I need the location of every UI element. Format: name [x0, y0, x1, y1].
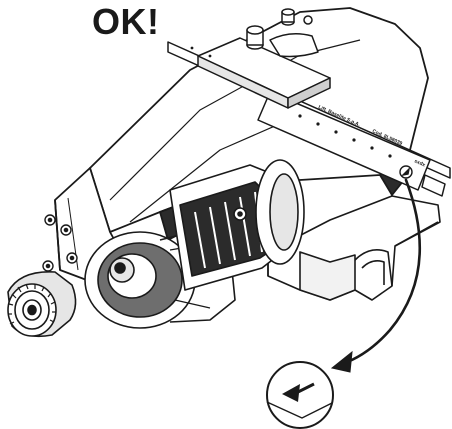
output-gear-assembly	[84, 229, 236, 329]
curved-arrow-head	[330, 350, 353, 373]
housing-screws	[42, 214, 78, 272]
pinion-drum	[169, 159, 305, 291]
triangle-arrow-icon	[282, 382, 315, 402]
ruler-side-text: sxdx	[413, 158, 426, 168]
ok-headline: OK!	[92, 1, 160, 42]
magnifier-circle-icon	[266, 361, 334, 429]
curved-arrow-icon	[340, 178, 422, 366]
reference-mark-icon	[399, 165, 413, 179]
release-knob	[7, 271, 77, 338]
rack-gauge-ruler	[167, 8, 451, 197]
